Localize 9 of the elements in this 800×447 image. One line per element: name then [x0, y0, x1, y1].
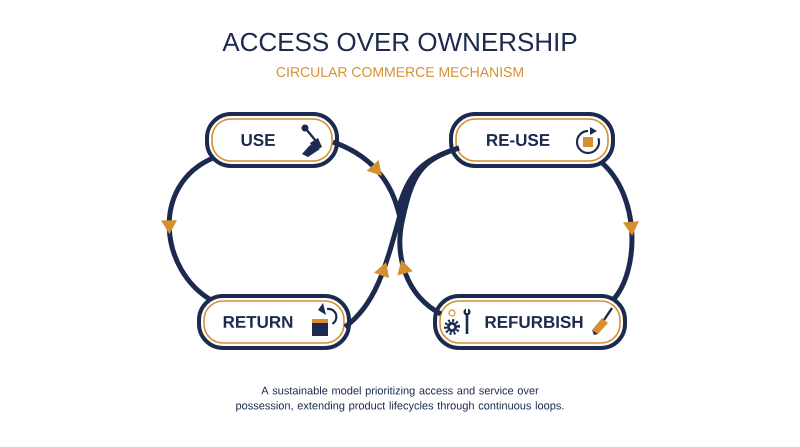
title: ACCESS OVER OWNERSHIP [222, 32, 576, 52]
step-box: RE-USE [449, 112, 615, 168]
step-box: RETURN [197, 294, 351, 350]
step-box: USE [205, 112, 339, 168]
arrow [599, 160, 639, 302]
caption: A sustainable model prioritizing access and service over possession, extending product lifecycles through continuous loops. [236, 386, 564, 412]
subtitle: CIRCULAR COMMERCE MECHANISM [276, 67, 523, 77]
step-box: REFURBISH [433, 294, 627, 350]
arrow [161, 156, 214, 302]
